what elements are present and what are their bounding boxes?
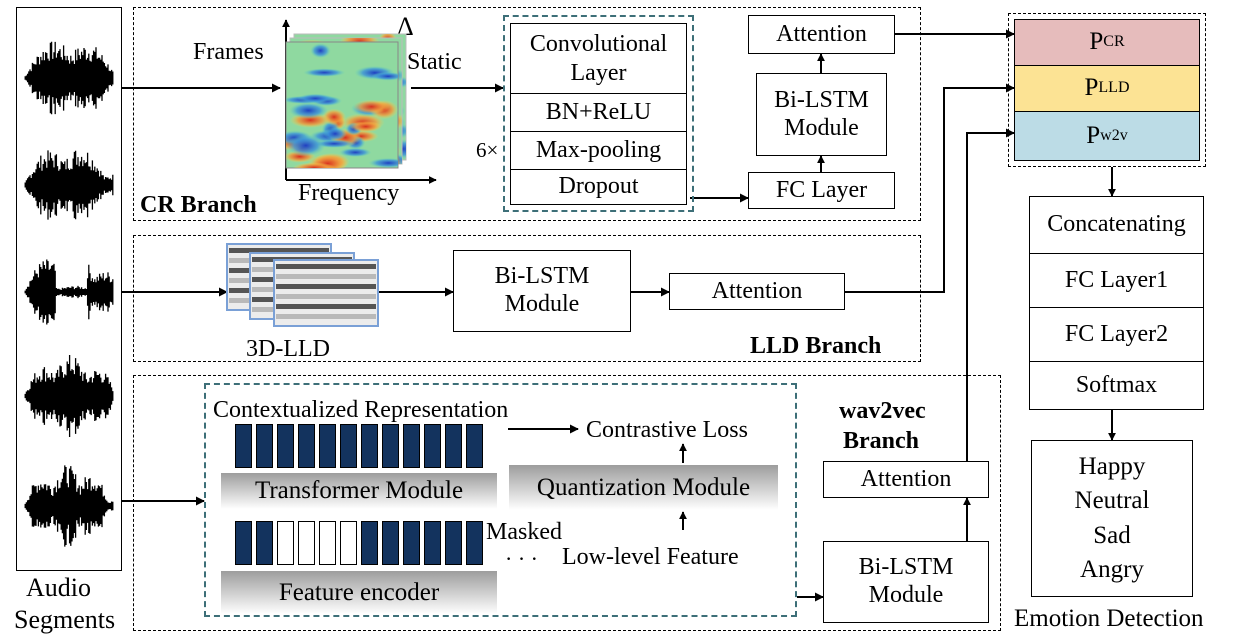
masked-token <box>298 521 315 565</box>
emotion-angry: Angry <box>1080 556 1144 583</box>
feature-token <box>424 521 441 565</box>
cr-branch-title: CR Branch <box>140 192 257 218</box>
context-tokens <box>235 424 483 468</box>
masked-token <box>340 521 357 565</box>
emotion-sad: Sad <box>1093 521 1131 549</box>
w2v-bilstm-module: Bi-LSTM Module <box>823 541 989 623</box>
context-token <box>340 424 357 468</box>
delta-symbol: Δ <box>397 12 414 41</box>
masked-tokens <box>235 521 483 565</box>
low-level-feature: Low-level Feature <box>562 544 739 570</box>
axis-frames-label: Frames <box>193 39 264 65</box>
waveform <box>24 259 114 325</box>
emotion-output: Happy Neutral Sad Angry <box>1031 440 1193 597</box>
feature-token <box>361 521 378 565</box>
waveform <box>24 465 114 547</box>
context-token <box>319 424 336 468</box>
w2v-model-frame <box>204 383 797 617</box>
prob-frame <box>1008 13 1206 167</box>
emotion-neutral: Neutral <box>1074 487 1150 514</box>
max-pooling: Max-pooling <box>511 132 686 170</box>
repeat-label: 6× <box>476 138 499 162</box>
feature-token <box>466 521 483 565</box>
feature-token <box>382 521 399 565</box>
context-token <box>361 424 378 468</box>
w2v-title-2: Branch <box>843 428 920 454</box>
arrow-lld-attn-to-plld <box>845 83 1015 293</box>
cr-fc-layer: FC Layer <box>748 172 895 209</box>
audio-label-2: Segments <box>14 605 116 634</box>
cr-attention: Attention <box>748 15 895 54</box>
contextualized-label: Contextualized Representation <box>213 397 509 423</box>
context-token <box>403 424 420 468</box>
masked-label: Masked <box>486 519 562 545</box>
w2v-title-1: wav2vec <box>839 398 926 424</box>
lld-branch-frame <box>133 235 921 362</box>
feature-token <box>403 521 420 565</box>
cnn-block: Convolutional Layer BN+ReLU Max-pooling … <box>510 23 687 205</box>
conv-layer: Convolutional Layer <box>511 24 686 94</box>
axis-frequency-label: Frequency <box>298 180 400 206</box>
context-token <box>382 424 399 468</box>
context-token <box>298 424 315 468</box>
static-label: Static <box>407 49 462 75</box>
waveform <box>24 150 114 220</box>
fc-layer2: FC Layer2 <box>1030 308 1203 362</box>
feature-token <box>235 521 252 565</box>
lld-attention: Attention <box>669 273 845 310</box>
feature-token <box>256 521 273 565</box>
cnn-block-frame <box>503 15 694 212</box>
context-token <box>235 424 252 468</box>
arrow-w2v-attn-to-pw2v <box>966 128 1015 461</box>
fusion-stack: Concatenating FC Layer1 FC Layer2 Softma… <box>1029 196 1204 410</box>
waveform <box>24 41 114 115</box>
fc-layer1: FC Layer1 <box>1030 254 1203 308</box>
waveform <box>24 355 114 437</box>
dots: · · · <box>505 546 538 571</box>
emotion-detection-title: Emotion Detection <box>1014 605 1204 632</box>
context-token <box>424 424 441 468</box>
masked-token <box>277 521 294 565</box>
cr-bilstm-module: Bi-LSTM Module <box>756 73 887 156</box>
context-token <box>466 424 483 468</box>
lld-input-label: 3D-LLD <box>246 336 330 362</box>
w2v-attention: Attention <box>823 461 989 498</box>
dropout: Dropout <box>558 173 639 200</box>
feature-encoder: Feature encoder <box>221 571 497 614</box>
context-token <box>256 424 273 468</box>
transformer-module: Transformer Module <box>221 473 497 509</box>
cr-branch-frame <box>133 7 921 221</box>
contrastive-loss: Contrastive Loss <box>586 417 748 443</box>
concatenating: Concatenating <box>1030 197 1203 254</box>
emotion-happy: Happy <box>1078 452 1146 480</box>
bn-relu: BN+ReLU <box>511 94 686 132</box>
masked-token <box>319 521 336 565</box>
w2v-branch-frame <box>133 375 1001 631</box>
context-token <box>445 424 462 468</box>
feature-token <box>445 521 462 565</box>
quantization-module: Quantization Module <box>509 465 778 510</box>
lld-branch-title: LLD Branch <box>750 333 882 359</box>
softmax: Softmax <box>1075 371 1158 398</box>
audio-label-1: Audio <box>26 573 91 602</box>
context-token <box>277 424 294 468</box>
lld-bilstm-module: Bi-LSTM Module <box>453 250 631 332</box>
